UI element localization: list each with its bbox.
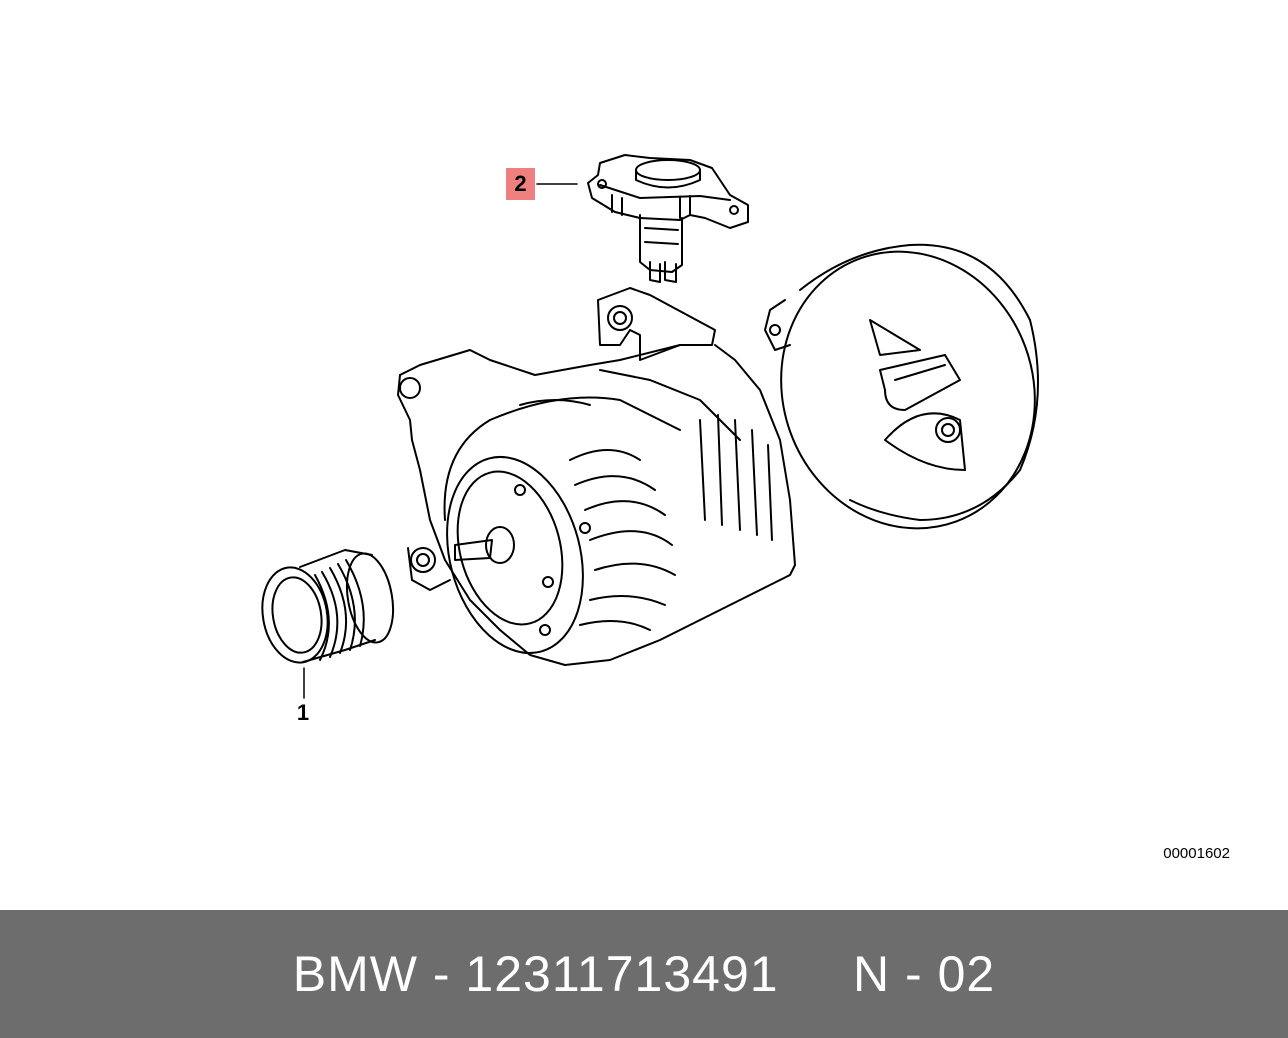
alternator-housing [397, 287, 796, 666]
footer-bar: BMW - 12311713491 N - 02 [0, 910, 1288, 1038]
pulley-part [261, 549, 395, 664]
alternator-exploded-view [261, 154, 1039, 699]
parts-diagram: 2 1 00001602 [261, 154, 1230, 862]
rear-cover [764, 243, 1039, 530]
callout-2-label: 2 [514, 171, 527, 196]
voltage-regulator-part [587, 154, 749, 283]
diagram-code: 00001602 [1163, 845, 1230, 862]
footer-part-number: BMW - 12311713491 N - 02 [292, 946, 996, 1002]
callout-2-highlight [506, 168, 535, 200]
callout-1-label: 1 [296, 700, 310, 725]
